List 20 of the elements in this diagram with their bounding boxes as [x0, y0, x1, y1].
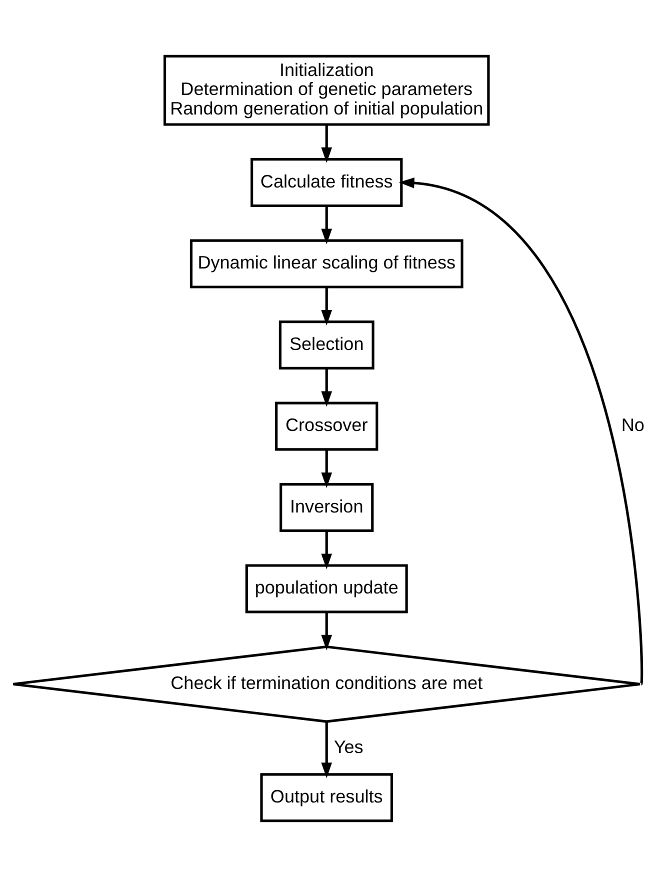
node-box: Crossover: [275, 401, 378, 450]
arrow: [321, 612, 332, 650]
arrow: [321, 449, 332, 488]
edge-label: Yes: [334, 736, 364, 756]
node-box: population update: [245, 564, 408, 613]
node-box: Dynamic linear scaling of fitness: [190, 238, 464, 288]
edge-label: No: [621, 414, 644, 435]
arrow: [398, 176, 644, 684]
arrow: [321, 206, 332, 244]
arrow: [321, 124, 332, 162]
node-box: Initialization Determination of genetic parameters Random generation of initial population: [164, 54, 490, 126]
arrow: [321, 721, 332, 778]
node-box: Selection: [278, 320, 374, 370]
arrow: [321, 286, 332, 325]
node-box: Inversion: [280, 482, 374, 532]
node-box: Output results: [260, 772, 394, 822]
arrow: [321, 368, 332, 406]
node-box: Calculate fitness: [250, 158, 403, 207]
node-diamond: Check if termination conditions are met: [12, 644, 642, 722]
arrow: [321, 530, 332, 569]
